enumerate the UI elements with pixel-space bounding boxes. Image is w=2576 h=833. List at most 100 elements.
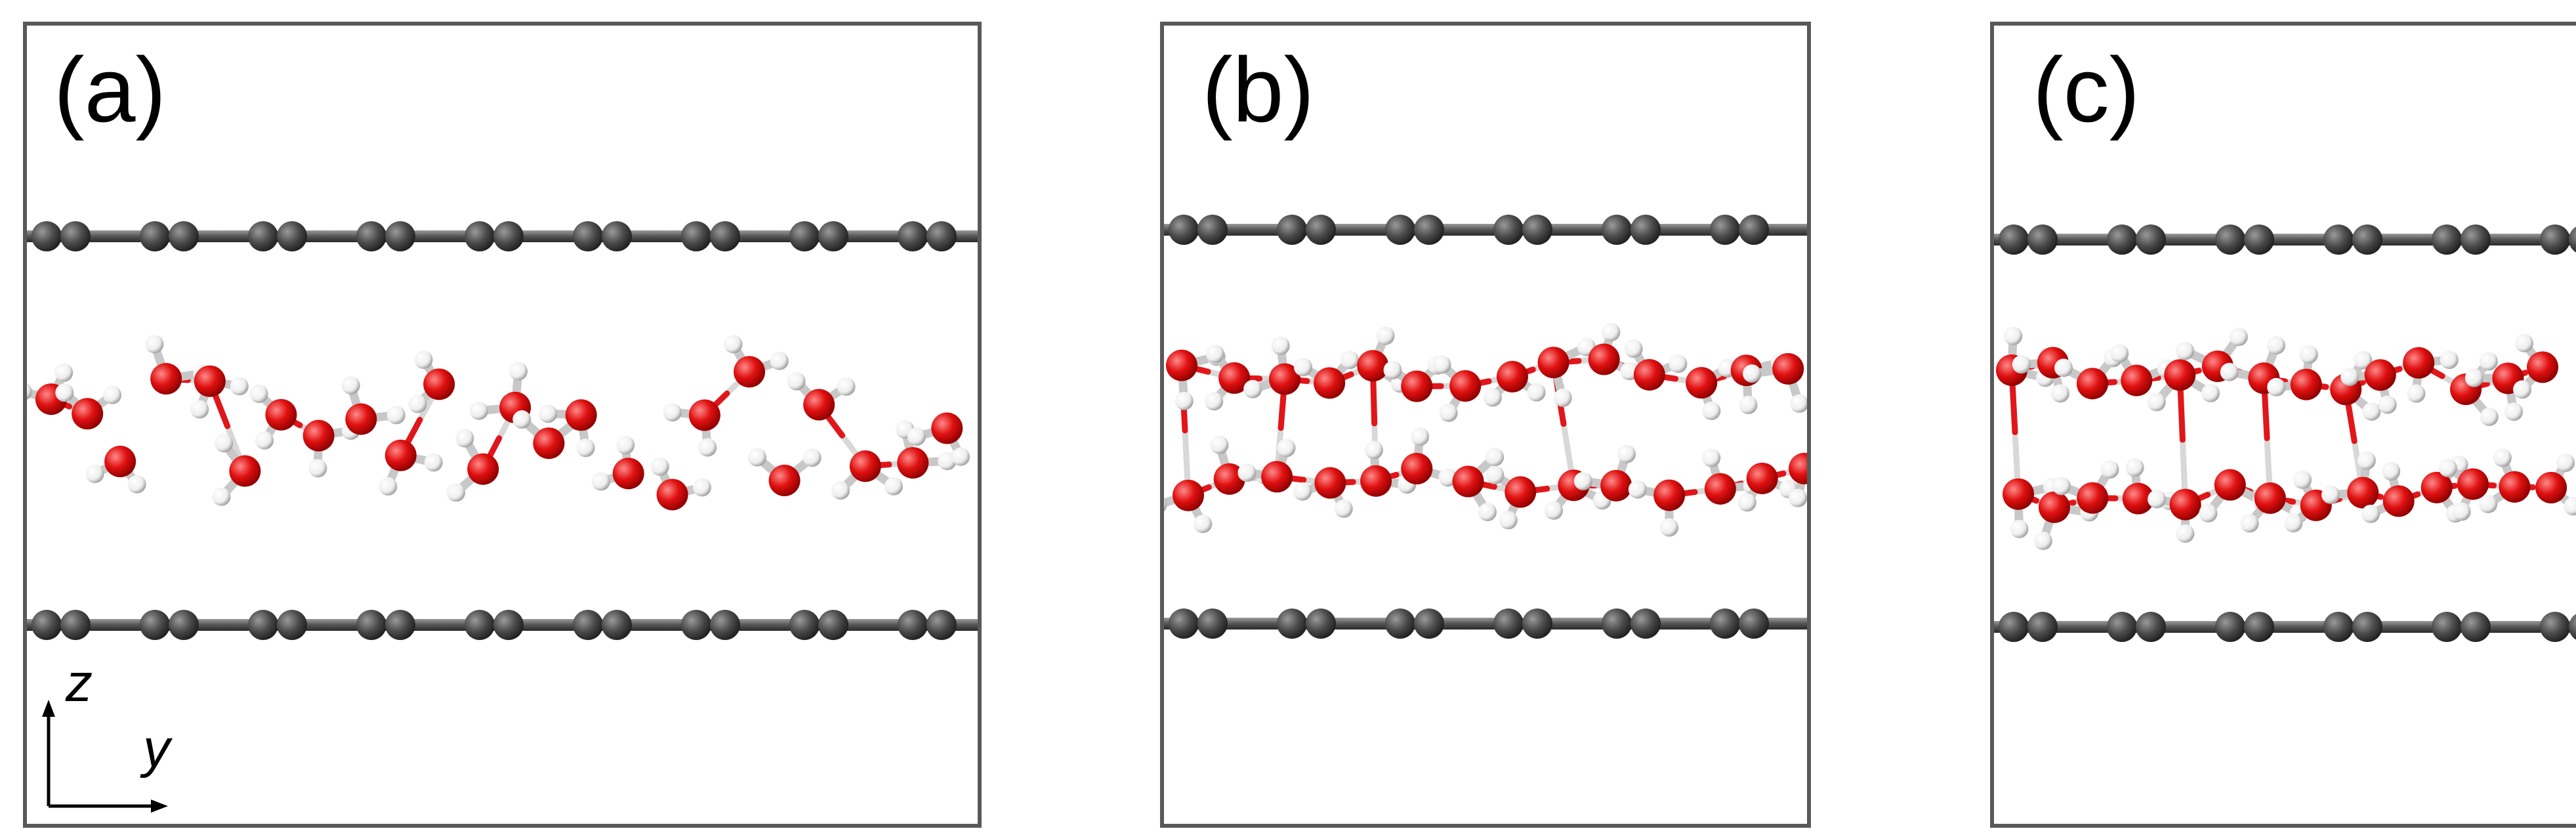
- graphene-sheet-top: [25, 221, 980, 251]
- carbon-atom: [1631, 609, 1661, 639]
- carbon-atom: [710, 221, 740, 251]
- water-molecule: [1573, 444, 1636, 502]
- hydrogen-atom: [576, 438, 595, 458]
- hydrogen-atom: [1271, 336, 1290, 355]
- y-arrowhead-icon: [151, 800, 168, 813]
- carbon-atom: [2244, 224, 2274, 255]
- hydrogen-atom: [1499, 511, 1518, 530]
- carbon-atom: [31, 221, 62, 251]
- oxygen-atom: [1213, 463, 1245, 495]
- molecule-view-a: [25, 221, 980, 640]
- carbon-atom: [2215, 612, 2245, 642]
- hydrogen-atom: [2125, 458, 2144, 477]
- hydrogen-atom: [2452, 502, 2471, 521]
- carbon-atom: [1522, 609, 1552, 639]
- hydrogen-atom: [469, 401, 488, 420]
- hydrogen-atom: [341, 375, 360, 395]
- hydrogen-atom: [1659, 518, 1678, 537]
- graphene-sheet-bottom: [1992, 612, 2576, 642]
- carbon-atom: [2432, 612, 2462, 642]
- hydrogen-atom: [1293, 482, 1312, 501]
- hydrogen-atom: [2004, 326, 2023, 345]
- oxygen-atom: [1772, 352, 1804, 385]
- z-arrowhead-icon: [42, 700, 55, 717]
- hydrogen-atom: [2357, 451, 2376, 470]
- hydrogen-atom: [408, 395, 427, 414]
- carbon-atom: [1169, 609, 1199, 639]
- water-molecule: [1789, 452, 1809, 507]
- carbon-atom: [926, 610, 957, 640]
- hydrogen-atom: [2564, 497, 2576, 516]
- hydrogen-atom: [509, 362, 528, 381]
- water-molecule: [2267, 345, 2322, 400]
- water-molecule: [663, 399, 720, 457]
- hydrogen-atom: [616, 436, 635, 455]
- water-molecule: [1624, 339, 1688, 391]
- carbon-atom: [2540, 612, 2570, 642]
- oxygen-atom: [1496, 360, 1528, 393]
- panel-c: (c): [1990, 22, 2576, 828]
- hydrogen-atom: [145, 335, 164, 354]
- oxygen-atom: [1401, 452, 1433, 484]
- carbon-atom: [1385, 215, 1415, 245]
- oxygen-atom: [1173, 479, 1204, 511]
- hydrogen-atom: [2479, 494, 2498, 513]
- carbon-atom: [2323, 224, 2354, 255]
- oxygen-atom: [2382, 485, 2415, 517]
- oxygen-atom: [1600, 469, 1632, 502]
- hydrogen-atom: [2464, 368, 2483, 387]
- oxygen-atom: [1653, 479, 1686, 511]
- oxygen-atom: [1314, 367, 1346, 399]
- carbon-atom: [2461, 612, 2491, 642]
- water-molecule: [212, 434, 261, 506]
- oxygen-atom: [302, 419, 335, 452]
- oxygen-atom: [2347, 477, 2379, 509]
- hydrogen-atom: [663, 403, 682, 422]
- hydrogen-atom: [1293, 358, 1312, 377]
- water-molecule: [591, 436, 644, 491]
- water-molecule: [2464, 362, 2524, 421]
- oxygen-atom: [2076, 368, 2108, 400]
- hydrogen-atom: [308, 459, 327, 478]
- hydrogen-atom: [907, 427, 926, 446]
- oxygen-atom: [1360, 465, 1392, 497]
- oxygen-atom: [104, 446, 136, 478]
- hydrogen-atom: [2361, 504, 2380, 523]
- carbon-atom: [60, 610, 91, 640]
- hydrogen-atom: [127, 475, 146, 494]
- oxygen-atom: [688, 399, 720, 431]
- panel-c-label: (c): [2033, 38, 2140, 141]
- hydrogen-atom: [2321, 485, 2340, 504]
- hydrogen-atom: [1277, 438, 1296, 458]
- water-molecule: [1401, 427, 1457, 487]
- hydrogen-atom: [2100, 460, 2119, 479]
- oxygen-atom: [768, 464, 800, 496]
- hydrogen-atom: [1205, 345, 1224, 364]
- oxygen-atom: [849, 450, 881, 482]
- y-axis-label: y: [140, 719, 173, 779]
- water-molecule: [2054, 349, 2123, 400]
- hydrogen-atom: [212, 487, 231, 506]
- carbon-atom: [465, 610, 495, 640]
- oxygen-atom: [1166, 349, 1197, 381]
- hydrogen-atom: [85, 464, 104, 483]
- carbon-atom: [818, 610, 848, 640]
- oxygen-atom: [2457, 468, 2489, 500]
- hydrogen-atom: [2440, 351, 2459, 370]
- hydrogen-atom: [1789, 488, 1808, 507]
- oxygen-atom: [2527, 351, 2559, 383]
- hydrogen-atom: [1739, 395, 1758, 414]
- hydrogen-atom: [539, 404, 558, 423]
- panel-a-frame: [23, 22, 982, 828]
- hydrogen-atom: [1237, 463, 1257, 482]
- water-molecule: [1545, 469, 1611, 520]
- water-molecule: [1483, 360, 1546, 407]
- water-molecule: [539, 399, 597, 458]
- oxygen-atom: [1269, 363, 1301, 395]
- hydrogen-atom: [2382, 461, 2401, 481]
- hydrogen-atom: [837, 377, 856, 396]
- oxygen-atom: [1633, 358, 1665, 391]
- oxygen-atom: [897, 447, 929, 479]
- oxygen-atom: [2122, 482, 2154, 515]
- water-molecule: [1628, 479, 1686, 537]
